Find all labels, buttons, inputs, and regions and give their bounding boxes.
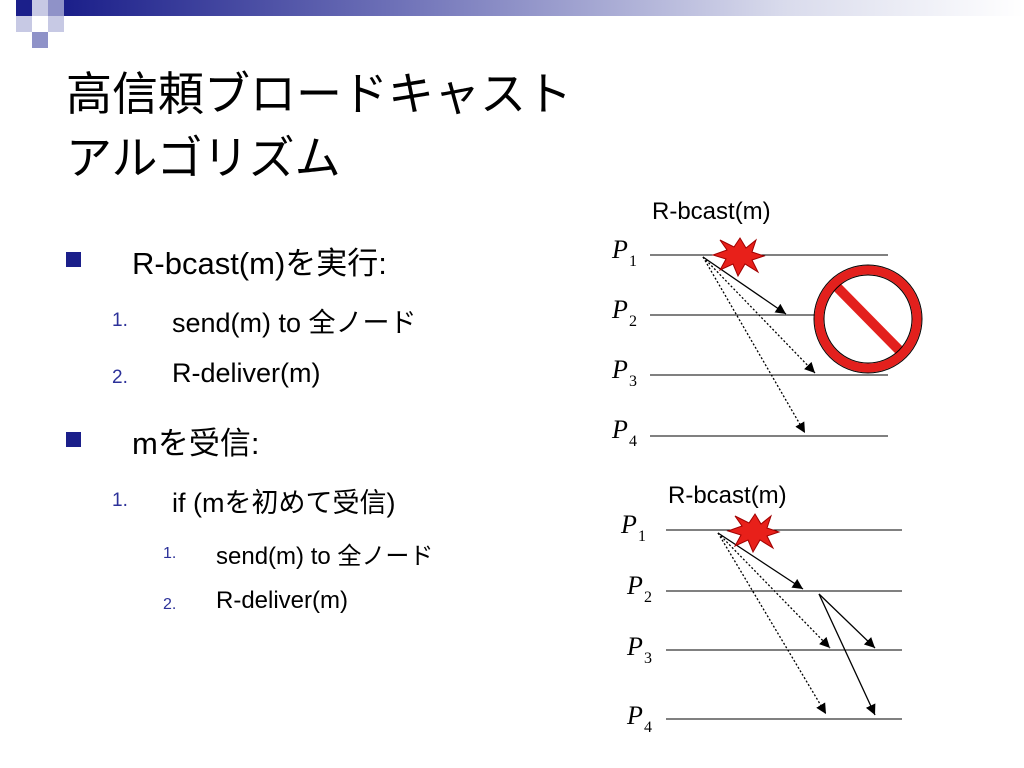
algorithm-list: R-bcast(m)を実行: 1. send(m) to 全ノード 2. R-d… bbox=[66, 246, 434, 614]
step-number: 1. bbox=[112, 490, 128, 511]
svg-text:P: P bbox=[611, 355, 628, 384]
svg-text:P: P bbox=[626, 571, 643, 600]
event-label: R-bcast(m) bbox=[668, 482, 787, 509]
svg-text:3: 3 bbox=[644, 650, 652, 667]
diagram-relay-delivery: R-bcast(m) P 1 P 2 P 3 P 4 bbox=[620, 482, 902, 736]
explosion-icon bbox=[711, 237, 766, 278]
step-send: send(m) to 全ノード bbox=[172, 308, 417, 338]
substep-number: 2. bbox=[163, 596, 177, 613]
bullet-square-icon bbox=[66, 252, 81, 267]
step-number: 2. bbox=[112, 367, 128, 388]
svg-text:2: 2 bbox=[629, 313, 637, 330]
svg-text:P: P bbox=[626, 632, 643, 661]
prohibition-sign-icon bbox=[813, 264, 923, 374]
svg-text:4: 4 bbox=[644, 719, 652, 736]
step-if-first: if (mを初めて受信) bbox=[172, 488, 396, 518]
svg-text:2: 2 bbox=[644, 589, 652, 606]
svg-text:P: P bbox=[611, 295, 628, 324]
message-arrow-p3 bbox=[702, 256, 816, 374]
title-line-2: アルゴリズム bbox=[66, 131, 341, 185]
message-arrow-p3 bbox=[717, 532, 831, 649]
explosion-icon bbox=[726, 513, 781, 554]
bullet-square-icon bbox=[66, 432, 81, 447]
svg-text:P: P bbox=[611, 235, 628, 264]
message-arrow-p4 bbox=[717, 532, 827, 715]
relay-arrow-p3 bbox=[818, 593, 876, 649]
substep-send: send(m) to 全ノード bbox=[216, 543, 434, 570]
process-label-p3: P 3 bbox=[611, 355, 637, 390]
step-deliver: R-deliver(m) bbox=[172, 358, 321, 388]
svg-text:1: 1 bbox=[629, 253, 637, 270]
svg-text:3: 3 bbox=[629, 373, 637, 390]
svg-text:4: 4 bbox=[629, 433, 637, 450]
diagram-crashed-sender: R-bcast(m) P 1 P 2 P 3 P 4 bbox=[611, 198, 923, 450]
message-arrow-p2 bbox=[717, 532, 804, 590]
message-arrow-p4 bbox=[702, 256, 806, 434]
process-label-p2: P 2 bbox=[611, 295, 637, 330]
svg-text:P: P bbox=[626, 701, 643, 730]
relay-arrow-p4 bbox=[818, 593, 876, 716]
svg-text:P: P bbox=[611, 415, 628, 444]
svg-text:1: 1 bbox=[638, 528, 646, 545]
title-line-1: 高信頼ブロードキャスト bbox=[66, 67, 572, 121]
svg-text:P: P bbox=[620, 510, 637, 539]
bullet-receive: mを受信: bbox=[132, 426, 260, 461]
process-label-p2: P 2 bbox=[626, 571, 652, 606]
event-label: R-bcast(m) bbox=[652, 198, 771, 225]
message-arrow-p2 bbox=[702, 256, 787, 315]
process-label-p3: P 3 bbox=[626, 632, 652, 667]
step-number: 1. bbox=[112, 310, 128, 331]
bullet-rbcast: R-bcast(m)を実行: bbox=[132, 246, 387, 281]
process-label-p4: P 4 bbox=[626, 701, 652, 736]
process-label-p1: P 1 bbox=[611, 235, 637, 270]
header-decoration bbox=[0, 0, 1024, 48]
slide-title: 高信頼ブロードキャスト アルゴリズム bbox=[66, 62, 572, 190]
process-label-p4: P 4 bbox=[611, 415, 637, 450]
substep-number: 1. bbox=[163, 545, 177, 562]
process-label-p1: P 1 bbox=[620, 510, 646, 545]
substep-deliver: R-deliver(m) bbox=[216, 587, 348, 614]
